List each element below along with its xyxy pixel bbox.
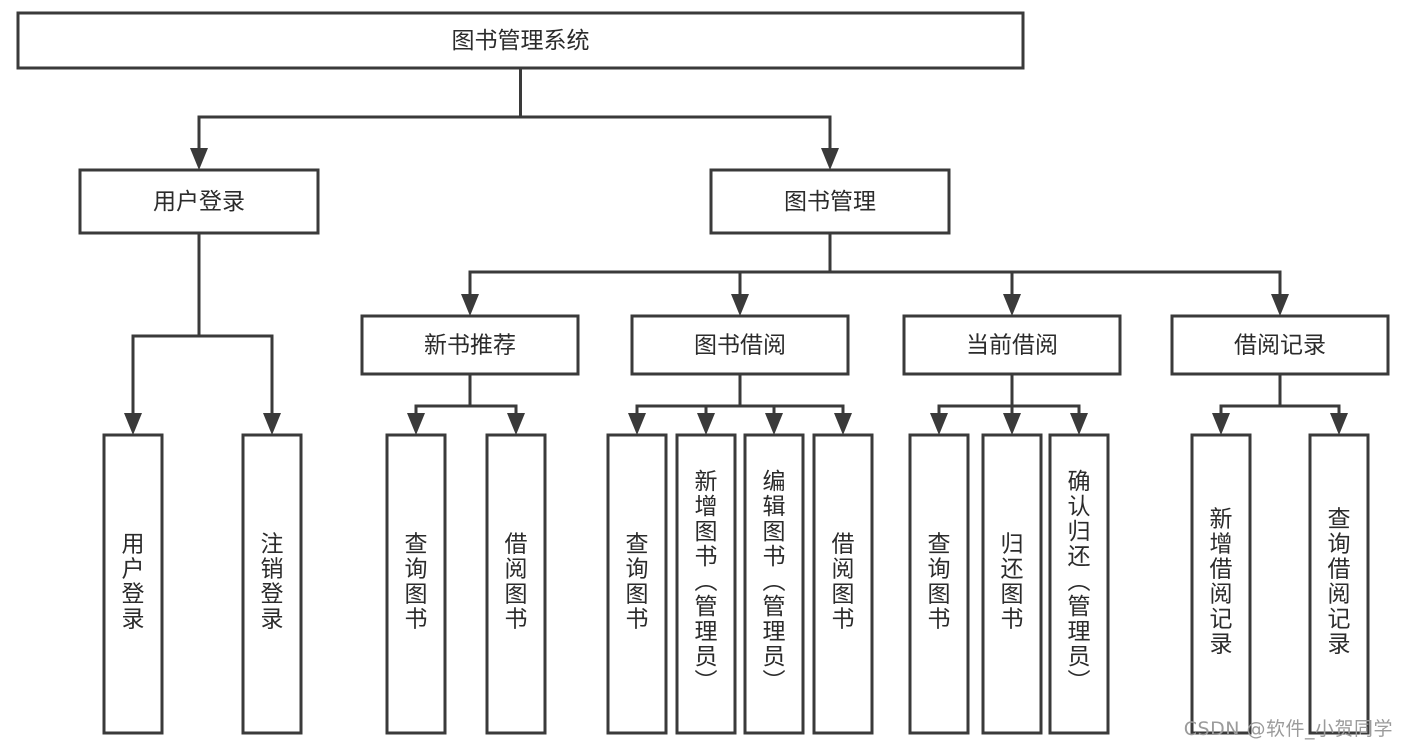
edge-图书借阅-arrow-3 bbox=[834, 413, 852, 435]
node-leaf-查询图书-4[interactable]: 查询图书 bbox=[606, 433, 668, 735]
node-box bbox=[102, 433, 164, 735]
node-l3-图书借阅-1[interactable]: 图书借阅 bbox=[630, 314, 850, 376]
node-box bbox=[981, 433, 1043, 735]
node-box bbox=[902, 314, 1122, 376]
node-box bbox=[812, 433, 874, 735]
node-label: 确认归还︵管理员︶ bbox=[1068, 469, 1091, 695]
connector-layer bbox=[124, 66, 1348, 435]
node-box bbox=[709, 168, 951, 235]
node-label: 借阅图书 bbox=[505, 532, 528, 633]
node-label: 图书借阅 bbox=[694, 333, 786, 359]
node-leaf-编辑图书管理员-6[interactable]: 编辑图书︵管理员︶ bbox=[743, 433, 805, 735]
node-root-图书管理系统-0[interactable]: 图书管理系统 bbox=[16, 11, 1025, 70]
edge-借阅记录-arrow-1 bbox=[1330, 413, 1348, 435]
node-box bbox=[1308, 433, 1370, 735]
node-leaf-注销登录-1[interactable]: 注销登录 bbox=[241, 433, 303, 735]
node-label: 编辑图书︵管理员︶ bbox=[763, 469, 786, 695]
node-box bbox=[606, 433, 668, 735]
node-box bbox=[1190, 433, 1252, 735]
edge-book-mgmt-arrow-0 bbox=[461, 294, 479, 316]
node-box bbox=[1048, 433, 1110, 735]
node-leaf-借阅图书-3[interactable]: 借阅图书 bbox=[485, 433, 547, 735]
edge-book-mgmt-arrow-2 bbox=[1003, 294, 1021, 316]
edge-book-mgmt-arrow-3 bbox=[1271, 294, 1289, 316]
edge-图书借阅-arrow-2 bbox=[765, 413, 783, 435]
node-leaf-新增借阅记录-11[interactable]: 新增借阅记录 bbox=[1190, 433, 1252, 735]
node-label: 新增借阅记录 bbox=[1210, 507, 1233, 658]
node-box bbox=[385, 433, 447, 735]
edge-借阅记录-arrow-0 bbox=[1212, 413, 1230, 435]
edge-当前借阅-arrow-2 bbox=[1070, 413, 1088, 435]
node-leaf-用户登录-0[interactable]: 用户登录 bbox=[102, 433, 164, 735]
node-layer: 图书管理系统用户登录图书管理新书推荐图书借阅当前借阅借阅记录用户登录注销登录查询… bbox=[16, 11, 1390, 735]
node-box bbox=[1170, 314, 1390, 376]
node-box bbox=[78, 168, 320, 235]
edge-图书借阅-arrow-1 bbox=[697, 413, 715, 435]
node-box bbox=[630, 314, 850, 376]
node-l2-图书管理-1[interactable]: 图书管理 bbox=[709, 168, 951, 235]
node-l3-当前借阅-2[interactable]: 当前借阅 bbox=[902, 314, 1122, 376]
node-label: 当前借阅 bbox=[966, 333, 1058, 359]
node-l3-借阅记录-3[interactable]: 借阅记录 bbox=[1170, 314, 1390, 376]
node-box bbox=[241, 433, 303, 735]
node-label: 借阅记录 bbox=[1234, 333, 1326, 359]
node-label: 新增图书︵管理员︶ bbox=[695, 469, 718, 695]
node-label: 图书管理 bbox=[784, 189, 876, 215]
node-leaf-归还图书-9[interactable]: 归还图书 bbox=[981, 433, 1043, 735]
edge-新书推荐-arrow-0 bbox=[407, 413, 425, 435]
node-l3-新书推荐-0[interactable]: 新书推荐 bbox=[360, 314, 580, 376]
node-label: 用户登录 bbox=[153, 189, 245, 215]
node-label: 借阅图书 bbox=[832, 532, 855, 633]
edge-root-arrow-1 bbox=[821, 148, 839, 170]
node-label: 归还图书 bbox=[1001, 532, 1024, 633]
node-leaf-新增图书管理员-5[interactable]: 新增图书︵管理员︶ bbox=[675, 433, 737, 735]
node-leaf-借阅图书-7[interactable]: 借阅图书 bbox=[812, 433, 874, 735]
node-box bbox=[908, 433, 970, 735]
node-l2-用户登录-0[interactable]: 用户登录 bbox=[78, 168, 320, 235]
edge-user-login-arrow-0 bbox=[124, 413, 142, 435]
node-label: 注销登录 bbox=[261, 532, 284, 633]
node-box bbox=[485, 433, 547, 735]
node-box bbox=[743, 433, 805, 735]
node-label: 新书推荐 bbox=[424, 333, 516, 359]
node-box bbox=[16, 11, 1025, 70]
node-box bbox=[675, 433, 737, 735]
edge-图书借阅-arrow-0 bbox=[628, 413, 646, 435]
node-leaf-查询图书-8[interactable]: 查询图书 bbox=[908, 433, 970, 735]
node-label: 查询图书 bbox=[405, 532, 428, 633]
node-leaf-查询借阅记录-12[interactable]: 查询借阅记录 bbox=[1308, 433, 1370, 735]
node-label: 图书管理系统 bbox=[452, 28, 590, 54]
node-label: 查询借阅记录 bbox=[1328, 507, 1351, 658]
edge-当前借阅-arrow-1 bbox=[1003, 413, 1021, 435]
edge-当前借阅-arrow-0 bbox=[930, 413, 948, 435]
node-box bbox=[360, 314, 580, 376]
node-label: 查询图书 bbox=[626, 532, 649, 633]
node-leaf-确认归还管理员-10[interactable]: 确认归还︵管理员︶ bbox=[1048, 433, 1110, 735]
edge-root-arrow-0 bbox=[190, 148, 208, 170]
node-label: 查询图书 bbox=[928, 532, 951, 633]
node-leaf-查询图书-2[interactable]: 查询图书 bbox=[385, 433, 447, 735]
node-label: 用户登录 bbox=[122, 532, 145, 633]
edge-新书推荐-arrow-1 bbox=[507, 413, 525, 435]
edge-user-login-arrow-1 bbox=[263, 413, 281, 435]
edge-book-mgmt-arrow-1 bbox=[731, 294, 749, 316]
